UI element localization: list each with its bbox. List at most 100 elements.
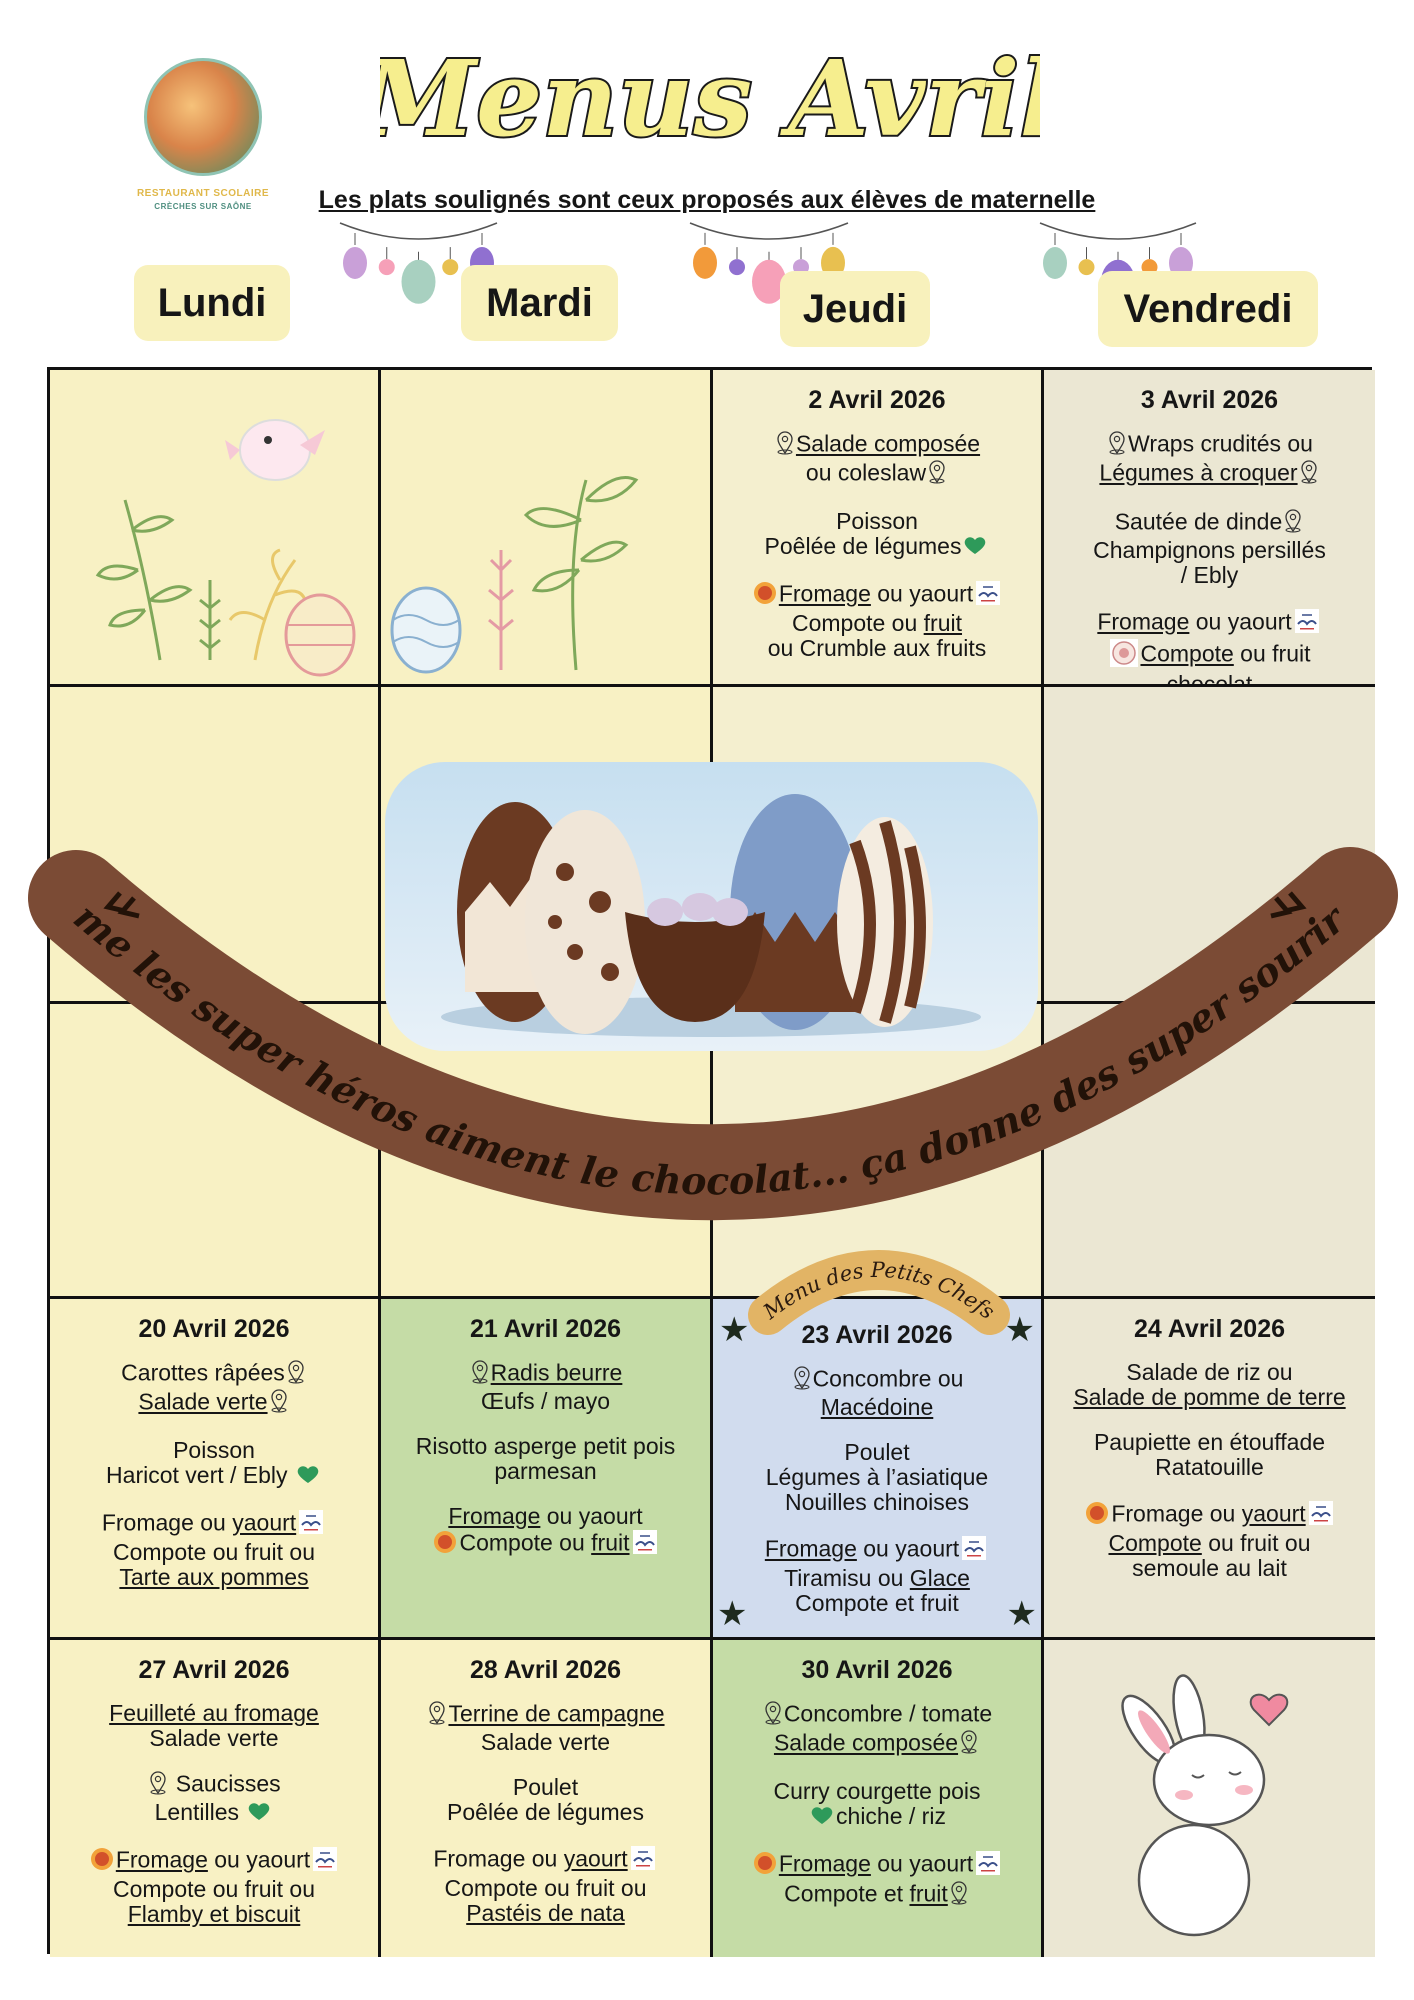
menu-line: Compote ou fruit ou (1044, 1531, 1375, 1556)
menu-line: semoule au lait (1044, 1556, 1375, 1581)
menu-line: Tiramisu ou Glace (713, 1566, 1041, 1591)
logo-picture (144, 58, 262, 176)
dish-text: Paupiette en étouffade (1093, 1429, 1326, 1455)
dish-text: semoule au lait (1132, 1555, 1287, 1581)
maternelle-dish: fruit (909, 1881, 948, 1907)
menu-line: Poisson (713, 509, 1041, 534)
maternelle-dish: yaourt (232, 1510, 297, 1536)
menu-line: Compote ou fruit ou (381, 1876, 710, 1901)
maternelle-dish: Terrine de campagne (448, 1700, 665, 1727)
dish-text: ou yaourt (1189, 608, 1292, 635)
maternelle-dish: Fromage (778, 581, 871, 607)
dish-text: Poisson (173, 1437, 255, 1463)
menu-line: Fromage ou yaourt (381, 1504, 710, 1529)
menu-line: Compote ou fruit (1044, 639, 1375, 672)
maternelle-dish: Salade de pomme de terre (1073, 1384, 1346, 1410)
dish-text: ou yaourt (870, 1851, 974, 1877)
dish-text: ou yaourt (207, 1847, 311, 1873)
location-pin-icon (928, 460, 946, 489)
star-icon: ★ (717, 1595, 748, 1633)
menu-line: ou Crumble aux fruits (713, 636, 1041, 661)
dish-text: Ratatouille (1155, 1454, 1264, 1480)
menu-date: 2 Avril 2026 (808, 386, 946, 414)
menu-line: Compote ou fruit ou (50, 1540, 378, 1565)
menu-line: Haricot vert / Ebly (50, 1463, 378, 1489)
dish-text: Carottes râpées (121, 1359, 285, 1386)
maternelle-dish: Glace (909, 1565, 970, 1591)
ferme-logo-icon (961, 1535, 987, 1566)
dish-text: Salade de riz ou (1126, 1359, 1293, 1385)
star-icon: ★ (1004, 1311, 1035, 1349)
aop-badge-icon (1085, 1501, 1109, 1530)
maternelle-dish: fruit (923, 610, 963, 637)
day-jeudi: Jeudi (780, 271, 930, 347)
dish-text: parmesan (494, 1458, 597, 1484)
menu-line: ou coleslaw (713, 460, 1041, 489)
dish-text: Tiramisu ou (784, 1565, 910, 1591)
dish-text: Concombre ou (812, 1365, 964, 1392)
location-pin-icon (950, 1881, 968, 1910)
menu-line: parmesan (381, 1459, 710, 1484)
location-pin-icon (776, 431, 794, 460)
menu-date: 20 Avril 2026 (138, 1315, 290, 1343)
maternelle-dish: Radis beurre (490, 1359, 623, 1386)
menu-line: Compote ou fruit (713, 611, 1041, 636)
menu-line: Wraps crudités ou (1044, 431, 1375, 460)
maternelle-dish: Tarte aux pommes (119, 1564, 309, 1591)
green-heart-icon (247, 1801, 271, 1826)
star-icon: ★ (719, 1311, 750, 1349)
day-lundi: Lundi (134, 265, 290, 341)
maternelle-dish: fruit (591, 1529, 630, 1556)
star-icon: ★ (1006, 1595, 1037, 1633)
maternelle-dish: yaourt (1241, 1500, 1306, 1527)
dish-text: Haricot vert / Ebly (106, 1462, 294, 1488)
dish-text: Poêlée de légumes (764, 533, 962, 559)
maternelle-dish: Fromage (1097, 608, 1190, 635)
menu-date: 3 Avril 2026 (1140, 386, 1279, 414)
dish-text: Compote ou fruit ou (444, 1875, 647, 1901)
location-pin-icon (1300, 460, 1318, 489)
menu-line: Compote et fruit (713, 1591, 1041, 1616)
day-mardi: Mardi (461, 265, 618, 341)
dish-text: Curry courgette pois (773, 1778, 981, 1804)
dish-text: Risotto asperge petit pois (415, 1433, 676, 1459)
bird-plants-illustration (50, 370, 378, 684)
dish-text: Saucisses (169, 1770, 281, 1797)
dish-text: Salade verte (480, 1729, 611, 1755)
menu-line: Radis beurre (381, 1360, 710, 1389)
menu-line: Poêlée de légumes (381, 1800, 710, 1825)
location-pin-icon (149, 1771, 167, 1800)
maternelle-dish: Feuilleté au fromage (109, 1700, 319, 1726)
restaurant-logo: RESTAURANT SCOLAIRE CRÈCHES SUR SAÔNE (128, 58, 278, 218)
dish-text: ou Crumble aux fruits (767, 635, 987, 662)
menu-line: Champignons persillés (1044, 538, 1375, 563)
dish-text: Compote ou (459, 1529, 592, 1556)
dish-text: Compote ou (791, 610, 924, 637)
menu-date: 27 Avril 2026 (138, 1656, 290, 1684)
maternelle-dish: Flamby et biscuit (127, 1901, 301, 1928)
dish-text: Compote et fruit (795, 1590, 959, 1616)
aop-badge-icon (433, 1530, 457, 1559)
maternelle-dish: Compote (1140, 640, 1234, 667)
menu-line: Flamby et biscuit (50, 1902, 378, 1927)
menu-line: Œufs / mayo (381, 1389, 710, 1414)
menu-line: Feuilleté au fromage (50, 1701, 378, 1726)
menu-line: / Ebly (1044, 563, 1375, 588)
green-heart-icon (963, 535, 987, 560)
